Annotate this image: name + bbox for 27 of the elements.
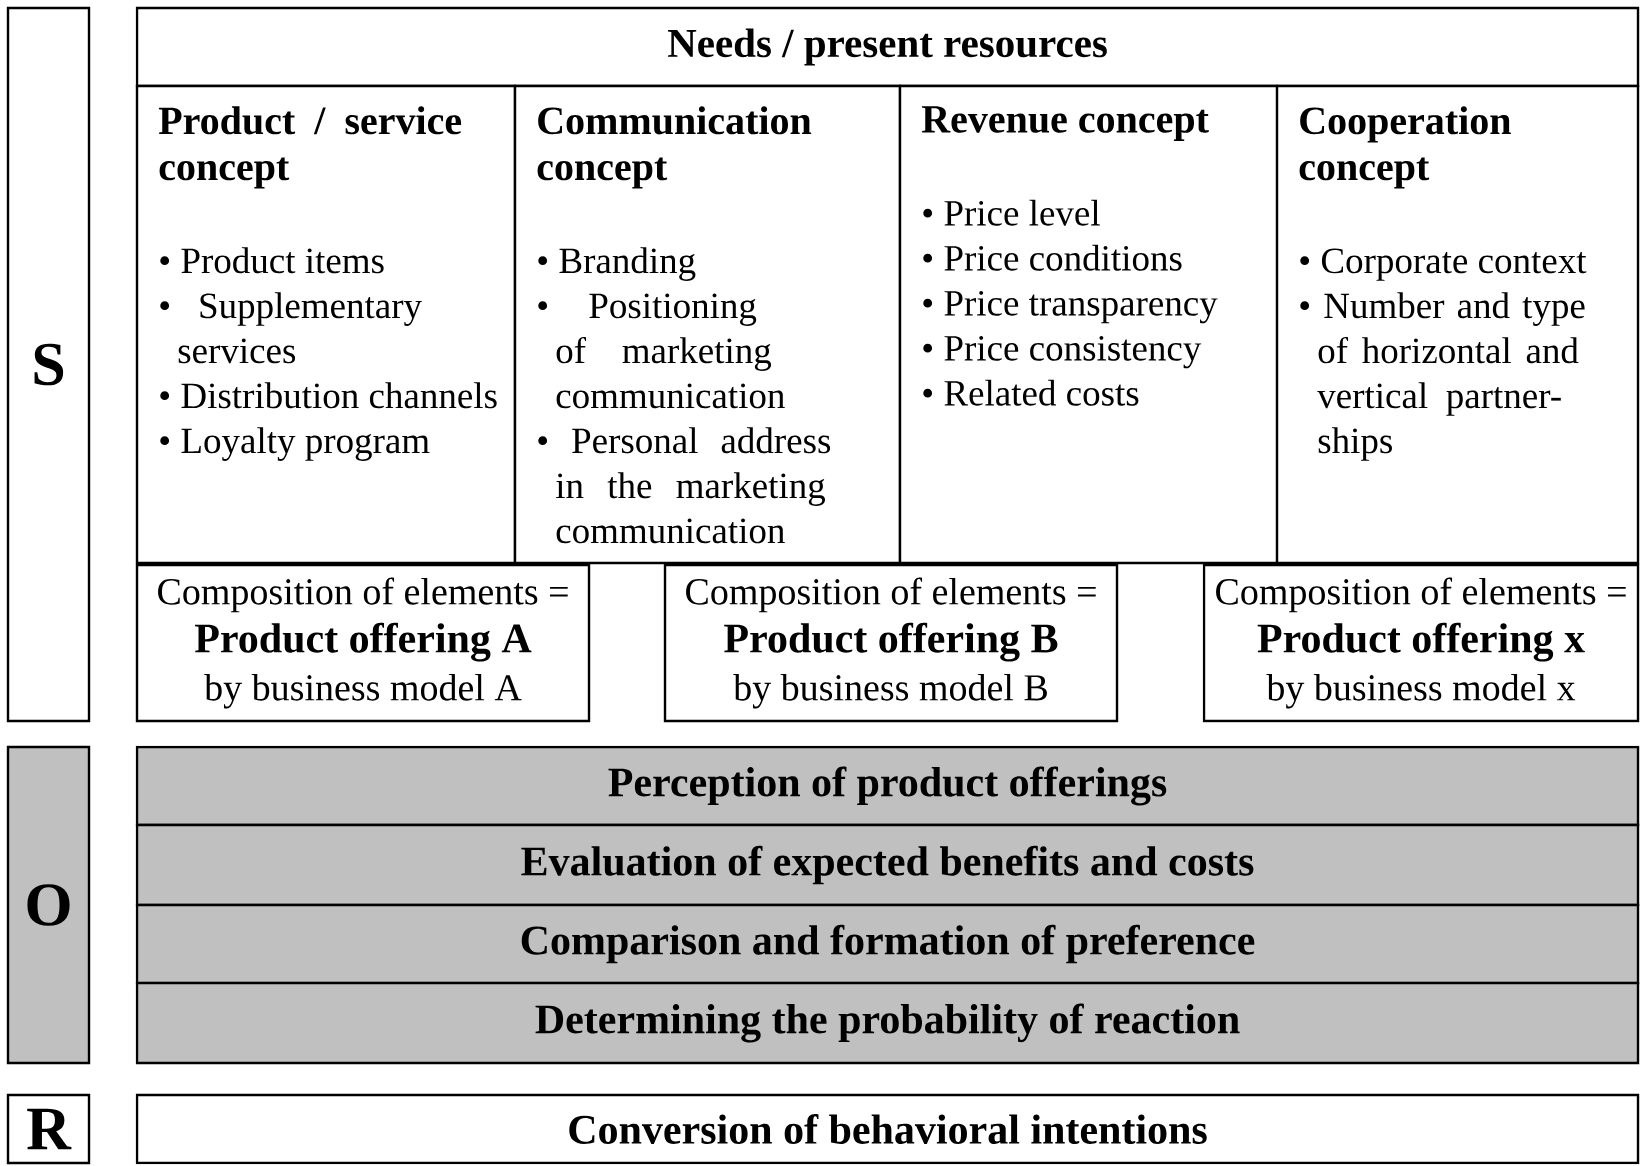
list-item: • Number and type of horizontal and vertical partner-ships	[1300, 292, 1585, 461]
offering-box: Composition of elements = Product offering A by business model A	[135, 563, 591, 723]
stage-band: Perception of product offerings	[135, 745, 1640, 827]
header-band: Needs / present resources	[135, 6, 1640, 88]
list-item: • Price level	[923, 199, 1100, 226]
offering-box: Composition of elements = Product offering B by business model B	[663, 563, 1119, 723]
list-item: • Price transparency	[923, 290, 1218, 324]
letter-box: O	[6, 745, 91, 1065]
list-item: • Supplementary services	[160, 292, 422, 364]
list-item: • Price conditions	[923, 244, 1182, 271]
list-item: • Positioning of marketing communication	[538, 293, 785, 409]
stage-band: Determining the probability of reaction	[135, 981, 1640, 1065]
list-item: • Branding	[538, 247, 696, 281]
stage-band: Conversion of behavioral intentions	[135, 1093, 1640, 1165]
concept-cell: Cooperation concept • Corporate context • Number and type of horizontal and vertical partner-ships	[1275, 84, 1640, 565]
stage-band: Evaluation of expected benefits and costs	[135, 823, 1640, 907]
stage-band: Comparison and formation of preference	[135, 903, 1640, 985]
letter-box: S	[6, 6, 91, 723]
list-item: • Distribution channels	[160, 382, 497, 409]
list-item: • Loyalty program	[160, 427, 430, 461]
list-item: • Personal address in the marketing communication	[538, 427, 831, 544]
list-item: • Product items	[160, 247, 384, 274]
list-item: • Price consistency	[923, 335, 1202, 369]
list-item: • Related costs	[923, 379, 1139, 406]
offering-box: Composition of elements = Product offering x by business model x	[1202, 563, 1640, 723]
list-item: • Corporate context	[1300, 248, 1587, 281]
letter-box: R	[6, 1093, 91, 1165]
